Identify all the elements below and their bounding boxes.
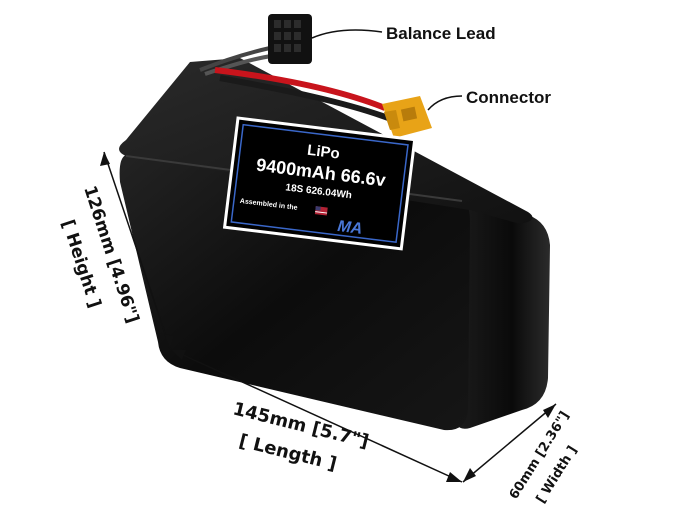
balance-plug: [268, 14, 312, 64]
battery-pack: [119, 58, 550, 431]
xt-connector: [382, 96, 432, 138]
usa-flag-icon: [314, 206, 328, 216]
sticker-logo: MA: [336, 218, 363, 238]
sticker-chemistry: LiPo: [306, 142, 340, 163]
battery-side-face: [455, 200, 550, 429]
connector-callout-line: [427, 95, 463, 111]
balance-wire: [204, 54, 273, 76]
black-wire: [219, 75, 390, 121]
wires: [199, 46, 390, 121]
balance-lead-callout-line: [311, 29, 383, 39]
balance-wire: [199, 46, 271, 72]
red-wire: [214, 67, 387, 111]
balance-lead-label: Balance Lead: [386, 24, 496, 43]
product-sticker: LiPo 9400mAh 66.6v 18S 626.04Wh Assemble…: [222, 116, 417, 251]
connector-label: Connector: [466, 88, 551, 107]
